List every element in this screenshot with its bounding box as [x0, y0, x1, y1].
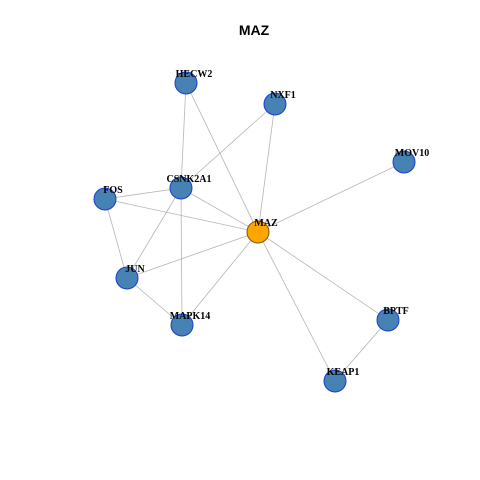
node-circle-hecw2 [174, 71, 198, 95]
node-circle-fos [93, 187, 117, 211]
node-circle-maz [246, 220, 270, 244]
node-circle-nxf1 [263, 92, 287, 116]
edge-fos-jun [104, 198, 128, 279]
node-label-jun: JUN [125, 264, 145, 275]
edge-maz-csnk2a1 [180, 187, 259, 233]
node-nxf1: NXF1 [263, 90, 296, 116]
edge-jun-mapk14 [126, 277, 183, 326]
edge-csnk2a1-fos [104, 187, 182, 200]
node-maz: MAZ [246, 218, 278, 244]
node-csnk2a1: CSNK2A1 [166, 174, 212, 200]
node-mapk14: MAPK14 [170, 311, 211, 337]
node-mov10: MOV10 [392, 148, 429, 174]
node-bptf: BPTF [376, 306, 409, 332]
node-circle-mapk14 [170, 313, 194, 337]
node-circle-keap1 [323, 369, 347, 393]
edge-maz-hecw2 [185, 82, 259, 233]
edge-layer [104, 82, 405, 382]
node-circle-jun [115, 266, 139, 290]
node-circle-bptf [376, 308, 400, 332]
node-keap1: KEAP1 [323, 367, 360, 393]
node-label-maz: MAZ [254, 218, 278, 229]
node-label-fos: FOS [103, 185, 123, 196]
edge-csnk2a1-mapk14 [180, 187, 183, 326]
edge-nxf1-csnk2a1 [180, 103, 276, 189]
node-label-mapk14: MAPK14 [170, 311, 211, 322]
node-label-nxf1: NXF1 [270, 90, 296, 101]
node-circle-mov10 [392, 150, 416, 174]
edge-maz-bptf [257, 231, 389, 321]
edge-hecw2-csnk2a1 [180, 82, 187, 189]
diagram-title: MAZ [239, 22, 270, 38]
edge-csnk2a1-jun [126, 187, 182, 279]
edge-maz-mapk14 [181, 231, 259, 326]
edge-maz-keap1 [257, 231, 336, 382]
node-label-mov10: MOV10 [395, 148, 429, 159]
edge-bptf-keap1 [334, 319, 389, 382]
node-label-bptf: BPTF [383, 306, 409, 317]
node-jun: JUN [115, 264, 145, 290]
node-fos: FOS [93, 185, 123, 211]
node-circle-csnk2a1 [169, 176, 193, 200]
node-label-keap1: KEAP1 [327, 367, 360, 378]
edge-maz-jun [126, 231, 259, 279]
node-label-csnk2a1: CSNK2A1 [166, 174, 211, 185]
node-label-hecw2: HECW2 [176, 69, 213, 80]
edge-maz-mov10 [257, 161, 405, 233]
edge-maz-nxf1 [257, 103, 276, 233]
node-hecw2: HECW2 [174, 69, 213, 95]
